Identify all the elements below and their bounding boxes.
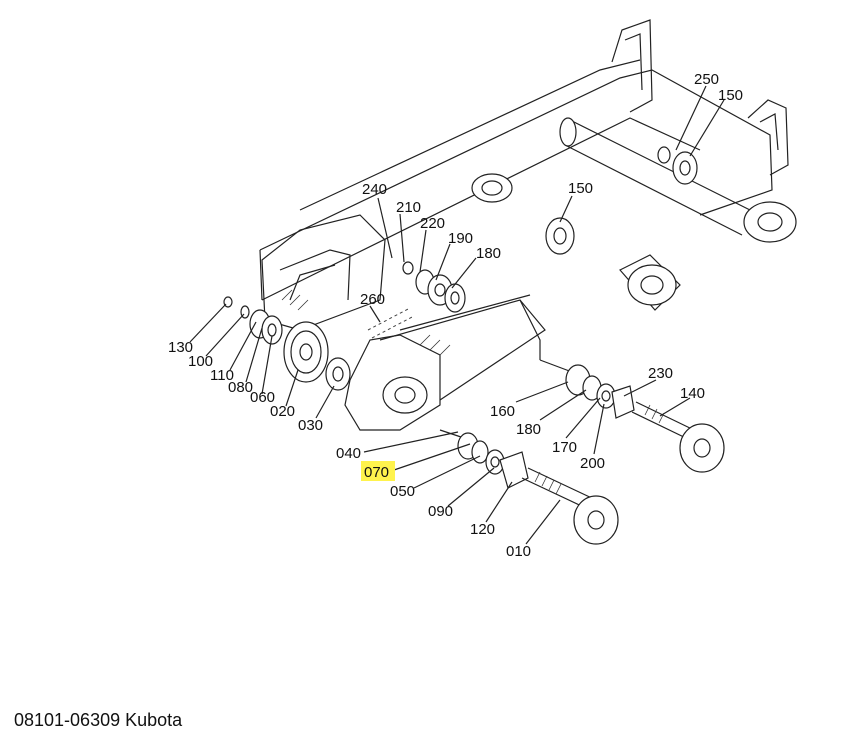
parts-diagram: 250 150 240 210 220 190 150 180 260 130 … — [168, 19, 797, 560]
part-label: 200 — [580, 455, 605, 472]
part-label: 150 — [568, 180, 593, 197]
part-label: 060 — [250, 389, 275, 406]
part-label: 080 — [228, 379, 253, 396]
part-label: 030 — [298, 417, 323, 434]
part-label: 010 — [506, 543, 531, 560]
part-label: 140 — [680, 385, 705, 402]
part-label: 090 — [428, 503, 453, 520]
part-label: 210 — [396, 199, 421, 216]
part-label: 260 — [360, 291, 385, 308]
part-label: 120 — [470, 521, 495, 538]
part-label: 020 — [270, 403, 295, 420]
part-label: 190 — [448, 230, 473, 247]
part-label: 050 — [390, 483, 415, 500]
part-label: 150 — [718, 87, 743, 104]
part-labels: 250 150 240 210 220 190 150 180 260 130 … — [168, 71, 743, 560]
leader-lines — [189, 85, 725, 545]
frame-drawing — [259, 19, 797, 431]
part-label: 100 — [188, 353, 213, 370]
part-label-highlighted: 070 — [364, 464, 389, 481]
part-label: 240 — [362, 181, 387, 198]
part-label: 250 — [694, 71, 719, 88]
part-label: 110 — [210, 367, 234, 384]
part-label: 160 — [490, 403, 515, 420]
part-label: 230 — [648, 365, 673, 382]
part-label: 130 — [168, 339, 193, 356]
part-label: 220 — [420, 215, 445, 232]
part-number-caption: 08101-06309 Kubota — [14, 710, 183, 730]
part-label: 170 — [552, 439, 577, 456]
label-highlight — [361, 461, 395, 481]
part-label: 040 — [336, 445, 361, 462]
part-label: 180 — [516, 421, 541, 438]
part-label: 180 — [476, 245, 501, 262]
